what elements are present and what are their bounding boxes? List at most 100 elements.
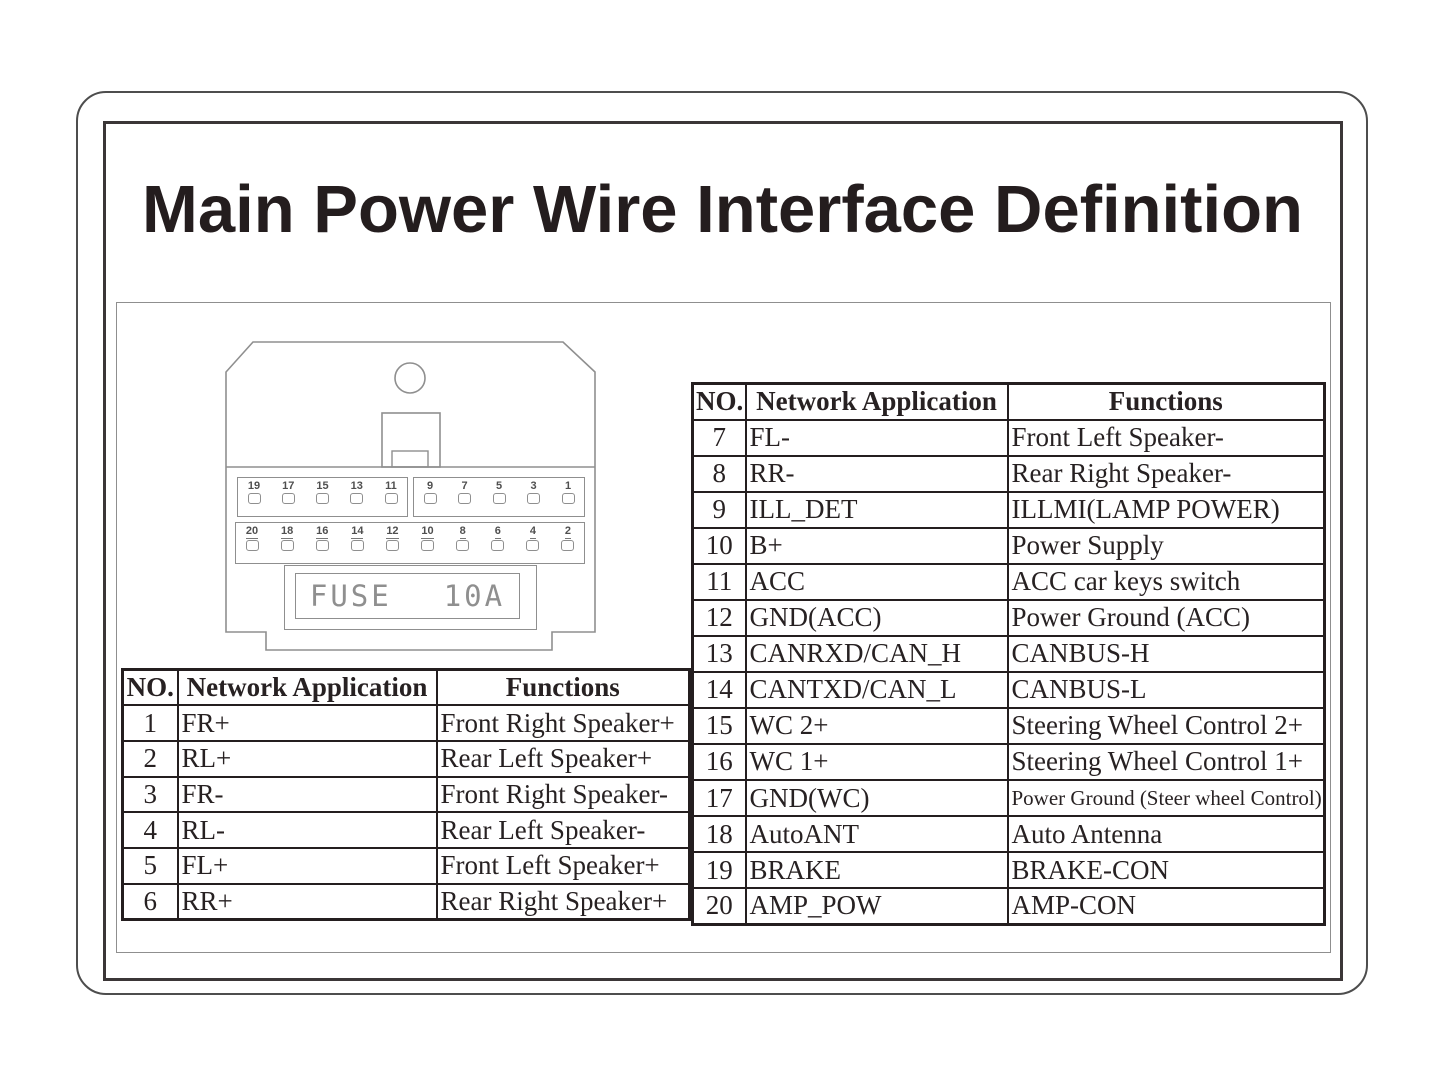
pin-number: 18 — [280, 525, 294, 539]
table-row: 13 CANRXD/CAN_H CANBUS-H — [691, 634, 1326, 673]
cell-no: 4 — [121, 811, 179, 849]
pin-contact-icon — [492, 493, 506, 504]
pin-contact-icon — [561, 540, 575, 551]
pin-number: 11 — [385, 480, 397, 492]
table-row: 9 ILL_DET ILLMI(LAMP POWER) — [691, 490, 1326, 529]
pin-contact-icon — [350, 493, 364, 504]
pin-number: 20 — [245, 525, 259, 539]
pin-number: 15 — [316, 480, 329, 492]
pin-2: 2 — [555, 526, 581, 551]
table-row: 19 BRAKE BRAKE-CON — [691, 851, 1326, 890]
cell-no: 5 — [121, 846, 179, 885]
cell-app: GND(ACC) — [744, 598, 1009, 637]
table-row: 10 B+ Power Supply — [691, 526, 1326, 565]
cell-app: AutoANT — [744, 815, 1009, 854]
pin-7: 7 — [452, 481, 478, 504]
pin-number: 13 — [350, 480, 363, 492]
cell-func: Front Left Speaker+ — [435, 846, 691, 885]
pin-contact-icon — [385, 540, 399, 551]
mounting-hole-icon — [394, 362, 426, 394]
pin-12: 12 — [379, 526, 405, 551]
cell-no: 16 — [691, 742, 747, 782]
table-row: 1 FR+ Front Right Speaker+ — [121, 704, 691, 742]
cell-func: BRAKE-CON — [1006, 851, 1326, 890]
pin-number: 1 — [564, 480, 572, 492]
pin-15: 15 — [310, 481, 336, 504]
pin-contact-icon — [456, 540, 470, 551]
table-row: 6 RR+ Rear Right Speaker+ — [121, 882, 691, 921]
cell-func: ILLMI(LAMP POWER) — [1006, 490, 1326, 529]
cell-app: ILL_DET — [744, 490, 1009, 529]
cell-no: 2 — [121, 739, 179, 778]
pin-20: 20 — [239, 526, 265, 551]
fuse-holder-outline — [284, 565, 537, 630]
cell-func: Power Ground (Steer wheel Control) — [1006, 779, 1326, 818]
table-row: 11 ACC ACC car keys switch — [691, 562, 1326, 601]
cell-func: Rear Right Speaker- — [1006, 454, 1326, 493]
cell-func: CANBUS-L — [1006, 670, 1326, 709]
pin-contact-icon — [245, 540, 259, 551]
cell-app: CANRXD/CAN_H — [744, 634, 1009, 673]
pin-5: 5 — [486, 481, 512, 504]
table-row: 18 AutoANT Auto Antenna — [691, 815, 1326, 854]
pin-row-bottom: 20 18 16 14 12 10 8 6 4 2 — [235, 522, 585, 564]
pin-number: 4 — [529, 525, 536, 539]
pin-contact-icon — [316, 493, 329, 504]
pin-number: 19 — [247, 480, 261, 492]
cell-app: RR- — [744, 454, 1009, 493]
pin-17: 17 — [275, 481, 301, 504]
pin-19: 19 — [241, 481, 267, 504]
pin-number: 8 — [459, 525, 466, 539]
cell-app: RL+ — [176, 739, 438, 778]
connector-key-tab-inner — [391, 450, 429, 468]
pin-contact-icon — [315, 540, 329, 551]
pin-10: 10 — [415, 526, 441, 551]
connector-key-tab — [381, 412, 441, 468]
pin-contact-icon — [280, 540, 294, 551]
cell-no: 20 — [691, 887, 747, 926]
pin-number: 3 — [530, 480, 537, 492]
pin-9: 9 — [417, 481, 443, 504]
pin-contact-icon — [458, 493, 471, 504]
table-row: 20 AMP_POW AMP-CON — [691, 887, 1326, 926]
pin-contact-icon — [526, 540, 540, 551]
cell-app: AMP_POW — [744, 887, 1009, 926]
pin-16: 16 — [309, 526, 335, 551]
cell-no: 3 — [121, 775, 179, 814]
connector-outline — [225, 341, 596, 651]
cell-func: Power Supply — [1006, 526, 1326, 565]
pin-8: 8 — [450, 526, 476, 551]
pin-contact-icon — [491, 540, 505, 551]
table-row: 8 RR- Rear Right Speaker- — [691, 454, 1326, 493]
pin-4: 4 — [520, 526, 546, 551]
pin-1: 1 — [555, 481, 581, 504]
table-row: 2 RL+ Rear Left Speaker+ — [121, 739, 691, 778]
table-row: 5 FL+ Front Left Speaker+ — [121, 846, 691, 885]
cell-app: FL- — [744, 418, 1009, 457]
header-no: NO. — [121, 668, 179, 707]
table-row: 4 RL- Rear Left Speaker- — [121, 811, 691, 849]
cell-no: 8 — [691, 454, 747, 493]
header-functions: Functions — [1006, 382, 1326, 421]
cell-no: 17 — [691, 779, 747, 818]
cell-no: 12 — [691, 598, 747, 637]
cell-no: 10 — [691, 526, 747, 565]
cell-app: RR+ — [176, 882, 438, 921]
header-network-application: Network Application — [176, 668, 438, 707]
page-title: Main Power Wire Interface Definition — [142, 172, 1303, 247]
cell-app: B+ — [744, 526, 1009, 565]
pin-11: 11 — [378, 481, 404, 504]
cell-func: Front Right Speaker+ — [435, 704, 691, 742]
pin-number: 9 — [426, 480, 434, 492]
pin-number: 6 — [494, 525, 501, 539]
pin-contact-icon — [384, 493, 398, 504]
pin-number: 5 — [495, 480, 503, 492]
pin-number: 12 — [386, 525, 399, 539]
cell-no: 7 — [691, 418, 747, 457]
cell-no: 9 — [691, 490, 747, 529]
cell-func: Auto Antenna — [1006, 815, 1326, 854]
pin-14: 14 — [344, 526, 370, 551]
pin-contact-icon — [350, 540, 364, 551]
cell-func: Steering Wheel Control 1+ — [1006, 742, 1326, 782]
cell-no: 6 — [121, 882, 179, 921]
